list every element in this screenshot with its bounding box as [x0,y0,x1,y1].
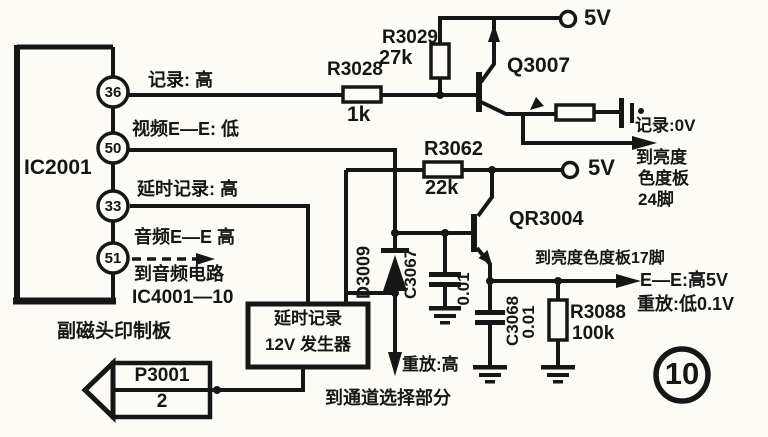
pin-51-number: 51 [105,250,122,267]
pin-33-signal-label: 延时记录: 高 [137,179,238,199]
resistor-r3088 [547,298,569,342]
record-0v-label: 记录:0V [635,116,696,135]
resistor-collector [554,103,596,122]
ground-symbols [429,306,575,384]
audio-ic-ref-label: IC4001—10 [132,287,234,308]
c3068-value-label: 0.01 [519,305,539,339]
delay-box-line2: 12V 发生器 [265,335,351,354]
pin-51-signal-label: 音频E—E 高 [134,227,236,247]
q3007-name-label: Q3007 [507,54,571,77]
ic-pins: 36 50 33 51 [96,75,130,275]
rail-5v-mid-label: 5V [588,155,615,180]
figure-number-label: 10 [664,356,700,391]
playback-low-label: 重放:低0.1V [637,294,735,314]
c3067-name-label: C3067 [401,248,421,299]
capacitor-c3068 [475,310,505,315]
ee-high-label: E—E:高5V [640,270,729,290]
r3088-name-label: R3088 [570,302,626,323]
pin-33-circle [96,189,130,223]
playback-high-label: 重放:高 [402,355,459,374]
pin-36-number: 36 [105,84,122,101]
to-channel-select-label: 到通道选择部分 [325,388,451,408]
r3029-value-label: 27k [379,47,413,69]
r3088-value-label: 100k [572,323,615,344]
capacitor-record-out [619,98,624,128]
rail-5v-top-label: 5V [584,5,611,30]
pin-33-number: 33 [105,198,122,215]
resistor-r3062 [422,160,464,179]
delay-box-line1: 延时记录 [274,309,342,328]
figure-number-circle [653,346,711,404]
pin-36-signal-label: 记录: 高 [148,70,213,90]
power-terminal-5v-mid [560,160,580,180]
power-terminals [558,9,580,180]
resistor-r3028 [341,85,383,104]
pin-50-signal-label: 视频E—E: 低 [132,119,240,139]
r3028-value-label: 1k [347,103,371,126]
capacitors [429,98,644,325]
ic-name-label: IC2001 [24,156,92,179]
transistor-qr3004 [471,214,477,252]
r3062-value-label: 22k [425,177,459,199]
diode-d3009 [381,248,409,291]
arrowheads [196,24,657,376]
resistors [341,42,596,342]
pin-50-number: 50 [105,140,122,157]
delay-generator-box [245,301,371,370]
to-lum24-line2: 色度板 [638,169,689,188]
transistor-q3007 [476,72,482,112]
power-terminal-5v-top [558,9,578,29]
r3028-name-label: R3028 [327,59,383,80]
pin-50-circle [96,131,130,165]
to-lum24-line1: 到亮度 [636,148,687,167]
connector-name-label: P3001 [134,365,190,386]
connector-arrow [81,357,116,423]
r3029-name-label: R3029 [382,27,438,48]
pin-51-circle [96,241,130,275]
c3067-value-label: 0.01 [454,272,474,306]
capacitor-c3067 [429,272,461,277]
resistor-r3029 [429,42,451,80]
wires [127,16,634,392]
to-lum17-label: 到亮度色度板17脚 [535,250,665,267]
pin-36-circle [96,75,130,109]
qr3004-name-label: QR3004 [509,208,584,230]
board-name-label: 副磁头印制板 [57,321,172,342]
d3009-name-label: D3009 [353,245,374,299]
to-audio-circuit-label: 到音频电路 [134,264,224,284]
connector-pin-label: 2 [156,391,168,412]
r3062-name-label: R3062 [424,138,483,160]
to-lum24-line3: 24脚 [638,190,674,209]
connector-p3001 [81,357,213,423]
